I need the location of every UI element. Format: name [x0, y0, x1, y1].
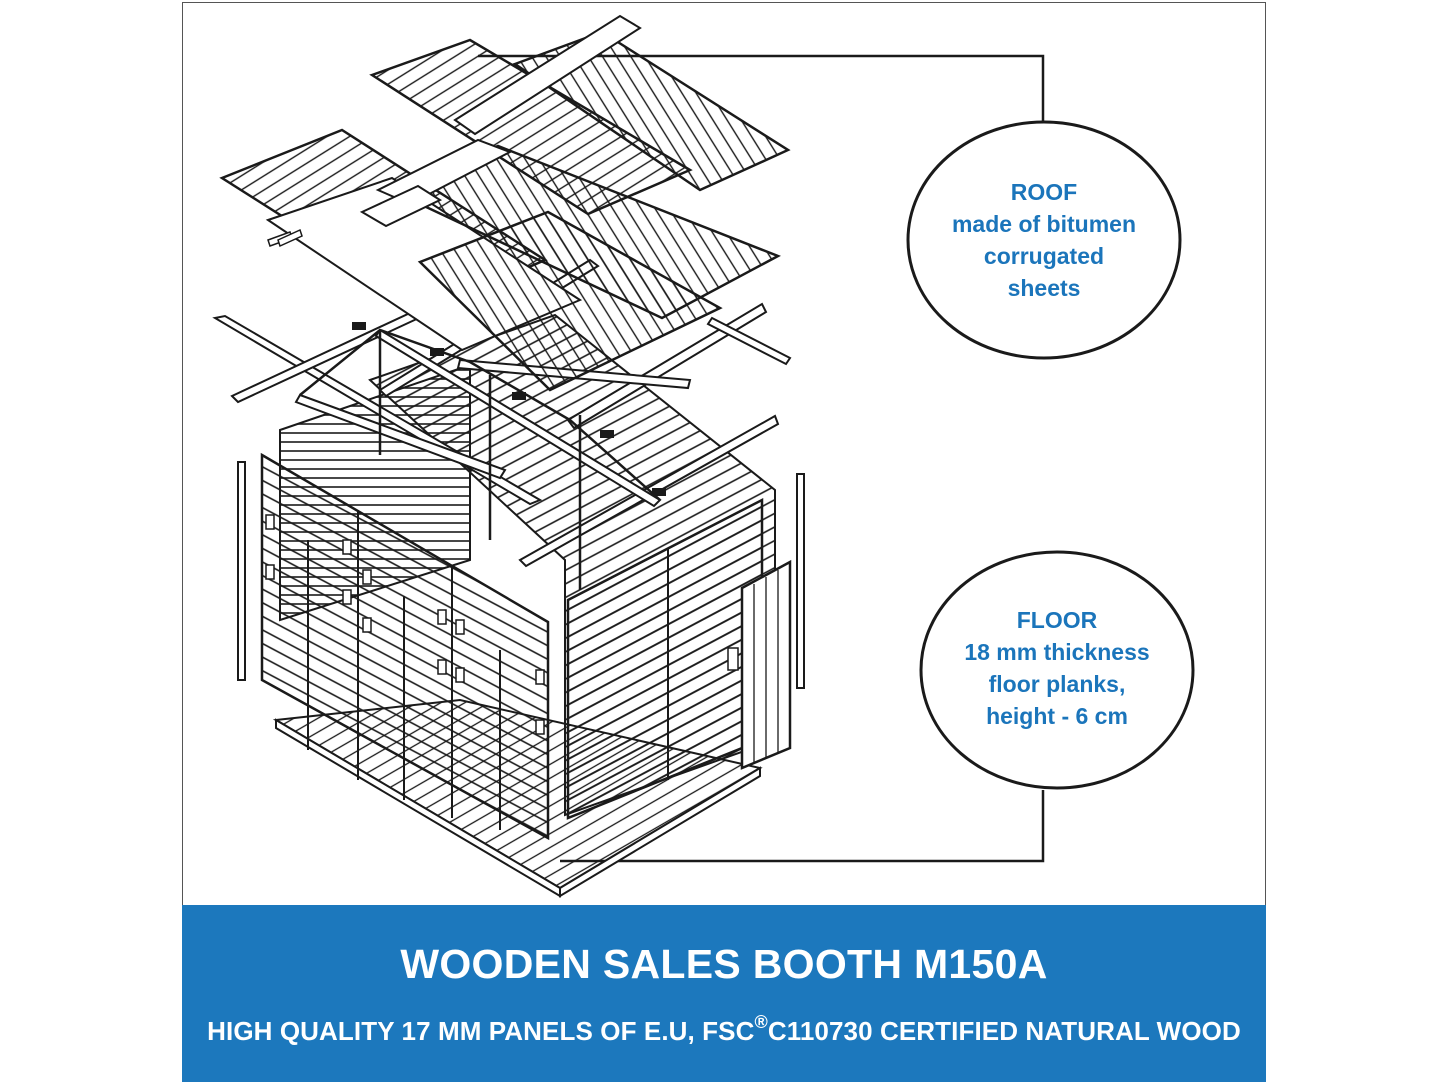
roof-callout-text: ROOF made of bitumen corrugated sheets [914, 176, 1174, 304]
roof-callout-line-1: ROOF [1010, 179, 1078, 205]
banner-subtitle-part2: C110730 CERTIFIED NATURAL WOOD [767, 1016, 1241, 1046]
floor-leader-line [560, 790, 1045, 863]
gable-frame [299, 328, 661, 590]
front-left-wall-panel [260, 452, 550, 841]
floor-callout-text: FLOOR 18 mm thickness floor planks, heig… [927, 604, 1187, 732]
roof-frame-rafters [212, 258, 792, 568]
roof-sheets [219, 14, 791, 392]
hardware-brackets [352, 322, 666, 496]
floor-callout-line-4: height - 6 cm [986, 703, 1128, 729]
banner-title: WOODEN SALES BOOTH M150A [400, 941, 1048, 987]
door-panel [727, 559, 792, 770]
floor-callout-line-2: 18 mm thickness [964, 639, 1150, 665]
product-banner: WOODEN SALES BOOTH M150A HIGH QUALITY 17… [182, 905, 1266, 1082]
registered-mark: ® [754, 1012, 768, 1032]
roof-callout-line-2: made of bitumen [951, 211, 1136, 237]
banner-subtitle: HIGH QUALITY 17 MM PANELS OF E.U, FSC®C1… [182, 1012, 1266, 1047]
banner-subtitle-part1: HIGH QUALITY 17 MM PANELS OF E.U, FSC [207, 1016, 755, 1046]
floor-callout-line-3: floor planks, [988, 671, 1126, 697]
corner-posts [237, 461, 805, 689]
roof-callout-line-4: sheets [1007, 275, 1081, 301]
roof-leader-line [478, 54, 1045, 122]
floor-callout-ellipse [919, 550, 1195, 790]
floor-callout-line-1: FLOOR [1016, 607, 1098, 633]
roof-callout-ellipse [906, 120, 1182, 360]
roof-callout-line-3: corrugated [983, 243, 1105, 269]
